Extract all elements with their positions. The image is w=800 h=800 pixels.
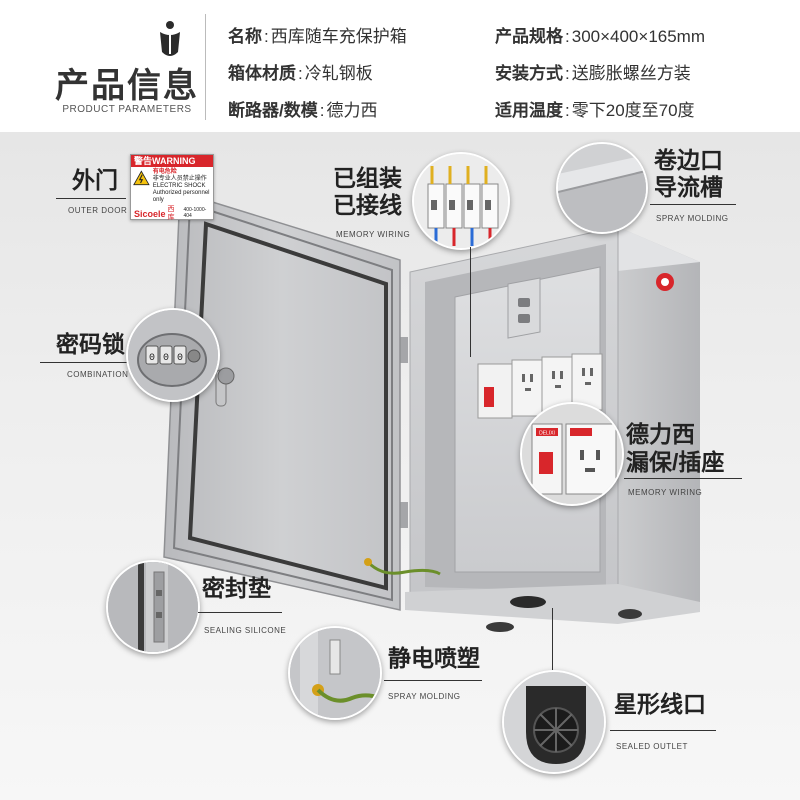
ground-detail-circle — [288, 626, 382, 720]
box-right-side — [618, 227, 700, 612]
spec-material: 箱体材质:冷轧钢板 — [228, 64, 373, 83]
combination-lock-underline — [40, 362, 130, 363]
svg-text:0: 0 — [163, 353, 169, 364]
memory-wiring-label-2: 已接线 — [333, 192, 402, 218]
svg-text:0: 0 — [149, 353, 155, 364]
hinge-top — [400, 337, 408, 363]
breaker-brand-text: DELIXI — [539, 431, 555, 437]
warning-line4: Authorized personnel only — [152, 190, 210, 203]
lock-knob — [217, 367, 235, 385]
brand-logo-icon — [160, 21, 180, 56]
spec-breaker: 断路器/数模:德力西 — [228, 101, 378, 120]
outer-door-label: 外门 — [72, 167, 118, 193]
outer-door-underline — [56, 198, 126, 199]
product-info-header: 产品信息 PRODUCT PARAMETERS 名称:西库随车充保护箱 箱体材质… — [0, 0, 800, 132]
memory-wiring-label-en: MEMORY WIRING — [336, 230, 411, 239]
cable-hole — [486, 622, 514, 632]
breaker-toggle — [484, 387, 494, 407]
delixi-label-2: 漏保/插座 — [626, 449, 725, 475]
cable-hole — [618, 609, 642, 619]
lock-detail-circle: 0 0 0 — [126, 308, 220, 402]
wall-bracket — [507, 277, 541, 339]
electrical-box-illustration — [163, 190, 700, 632]
hazard-triangle-icon — [133, 170, 150, 186]
warning-title: 警告WARNING — [131, 155, 213, 168]
memory-wiring-label-1: 已组装 — [333, 165, 402, 191]
delixi-label-en: MEMORY WIRING — [628, 488, 703, 497]
outlet-pointer-line — [552, 608, 553, 670]
breaker-main — [477, 363, 513, 419]
sealing-label-en: SEALING SILICONE — [204, 626, 287, 635]
svg-text:0: 0 — [177, 353, 183, 364]
breaker-detail-circle: DELIXI — [520, 402, 624, 506]
spray-molding-bottom-label-en: SPRAY MOLDING — [388, 692, 461, 701]
spray-molding-top-label-en: SPRAY MOLDING — [656, 214, 729, 223]
socket-pins — [522, 368, 593, 391]
sealing-underline — [198, 612, 282, 613]
spec-size: 产品规格:300×400×165mm — [495, 27, 706, 46]
spray-molding-top-underline — [650, 204, 736, 205]
combination-lock-icon: 0 0 0 — [128, 310, 218, 400]
outer-door-label-en: OUTER DOOR — [68, 206, 128, 215]
outlet-detail-circle — [502, 670, 606, 774]
sealing-detail-circle — [106, 560, 200, 654]
warning-brand: Sicoele — [134, 208, 166, 219]
page-subtitle: PRODUCT PARAMETERS — [62, 104, 192, 115]
delixi-underline — [624, 478, 742, 479]
warning-label: 警告WARNING 有电危险 非专业人员禁止操作 ELECTRIC SHOCK … — [130, 154, 214, 221]
rolled-edge-image — [558, 144, 646, 232]
spec-install: 安装方式:送膨胀螺丝方装 — [495, 64, 691, 83]
breaker-socket-image: DELIXI — [522, 404, 622, 504]
spray-molding-top-label-2: 导流槽 — [654, 174, 723, 200]
wiring-pointer-line — [470, 247, 471, 357]
product-scene: 外门 OUTER DOOR 警告WARNING 有电危险 非专业人员禁止操作 E… — [0, 132, 800, 800]
sealed-outlet-label: 星形线口 — [614, 691, 706, 717]
spray-molding-bottom-underline — [384, 680, 482, 681]
ground-wire-image — [290, 628, 380, 718]
sealing-hinge-image — [108, 562, 198, 652]
combination-lock-label-en: COMBINATION — [67, 370, 129, 379]
ground-wire — [366, 560, 441, 576]
edge-detail-circle — [556, 142, 648, 234]
bracket-slot — [518, 314, 530, 323]
star-outlet-icon — [504, 672, 604, 772]
ground-terminal — [364, 558, 372, 566]
warning-brand-cn: 西库 — [167, 205, 175, 221]
page-title: 产品信息 — [55, 67, 199, 105]
sealed-outlet-underline — [610, 730, 716, 731]
warning-phone: 400-1000-404 — [183, 207, 207, 219]
sealing-gasket — [187, 221, 388, 591]
sealing-label: 密封垫 — [202, 575, 271, 601]
header-divider — [205, 14, 206, 120]
warning-line1: 有电危险 — [152, 169, 177, 176]
sealed-outlet-label-en: SEALED OUTLET — [616, 742, 688, 751]
bracket-slot — [518, 298, 530, 307]
spray-molding-top-label-1: 卷边口 — [654, 147, 723, 173]
warning-line3: ELECTRIC SHOCK — [152, 183, 206, 190]
spec-temperature: 适用温度:零下20度至70度 — [495, 101, 695, 120]
hinge-bottom — [400, 502, 408, 528]
wiring-detail-image — [414, 154, 508, 248]
spec-name: 名称:西库随车充保护箱 — [228, 27, 407, 46]
wiring-detail-circle — [412, 152, 510, 250]
combination-lock-label: 密码锁 — [56, 331, 125, 357]
brand-sticker-center — [661, 278, 669, 286]
sealed-outlet-hole — [510, 596, 546, 608]
warning-line2: 非专业人员禁止操作 — [152, 176, 207, 183]
door-inner-edge — [172, 202, 393, 602]
outer-door — [163, 190, 401, 611]
spray-molding-bottom-label: 静电喷塑 — [388, 645, 480, 671]
delixi-label-1: 德力西 — [626, 421, 695, 447]
